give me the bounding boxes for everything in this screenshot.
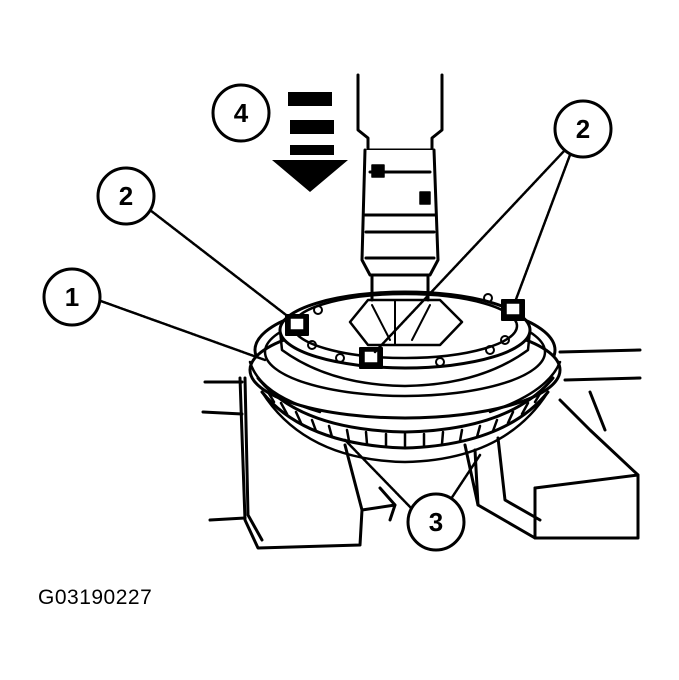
press-down-arrow-icon <box>272 92 348 192</box>
callout-1-label: 1 <box>65 282 79 312</box>
figure-id: G03190227 <box>38 586 153 609</box>
callout-2-left-label: 2 <box>119 181 133 211</box>
bolt-right <box>501 299 525 321</box>
callout-1: 1 <box>42 267 102 327</box>
differential-case <box>278 290 532 388</box>
press-ram <box>356 73 444 302</box>
bolt-left <box>285 314 309 336</box>
leader-lines <box>96 148 572 512</box>
callout-3: 3 <box>406 492 466 552</box>
callout-4: 4 <box>211 83 271 143</box>
callout-2-right-label: 2 <box>576 114 590 144</box>
callout-2-right: 2 <box>553 99 613 159</box>
callout-2-left: 2 <box>96 166 156 226</box>
bolt-center <box>359 347 383 369</box>
callout-3-label: 3 <box>429 507 443 537</box>
fixture-housing <box>201 348 642 550</box>
callout-4-label: 4 <box>234 98 249 128</box>
